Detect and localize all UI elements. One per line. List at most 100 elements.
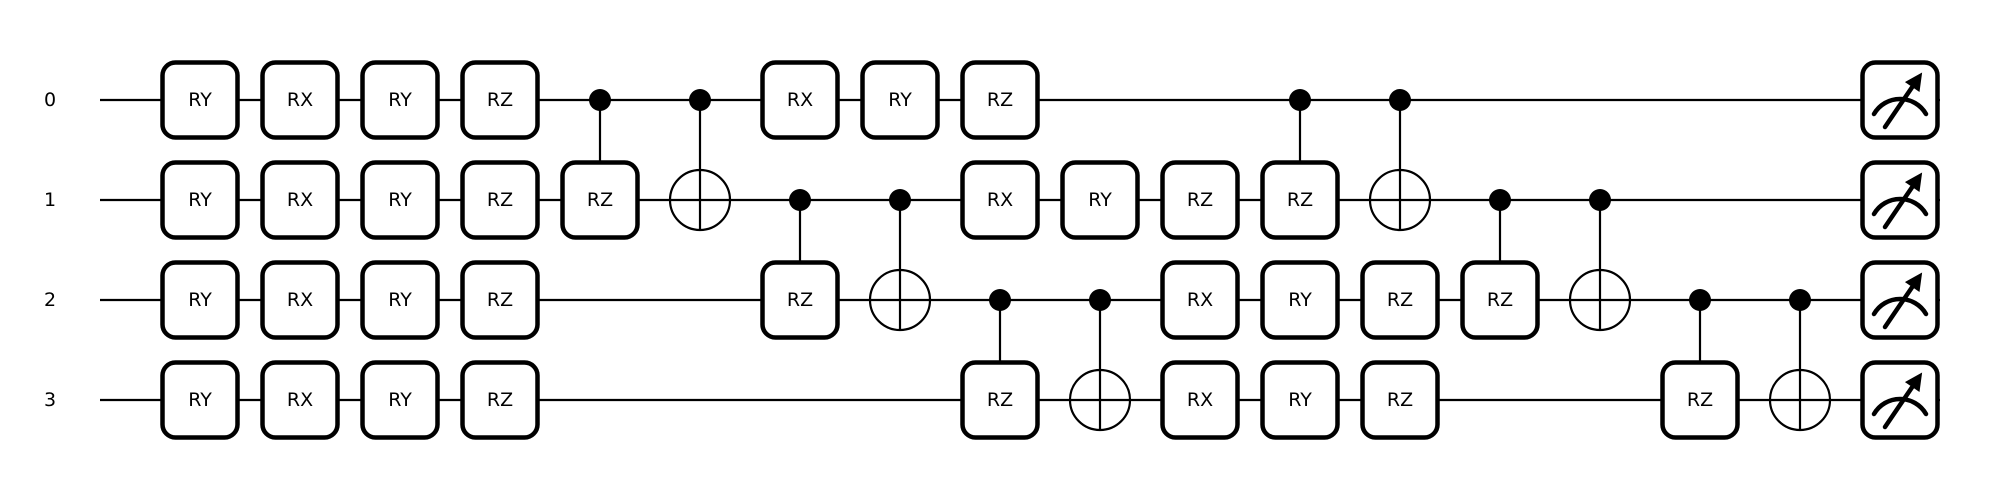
gate-box [1060,160,1140,240]
gate-rz-wire-0: RZ [460,60,540,140]
gate-rx-wire-3: RX [260,360,340,440]
gate-label: RX [1187,289,1213,311]
gate-rx-wire-2: RX [1160,260,1240,340]
gate-label: RX [787,89,813,111]
controlled-rz-gate [1289,89,1311,111]
gate-ry-wire-3: RY [360,360,440,440]
gate-label: RZ [487,189,513,211]
meter-arc [1871,96,1929,117]
gate-label: RY [188,389,212,411]
gate-label: RZ [787,289,813,311]
gate-rx-wire-2: RX [260,260,340,340]
gate-layer: RYRYRYRYRXRXRXRXRYRYRYRYRZRZRZRZRZRXRZRY… [160,60,1940,440]
gate-ry-wire-2: RY [160,260,240,340]
gate-ry-wire-0: RY [360,60,440,140]
gate-box [860,60,940,140]
gate-label: RX [987,189,1013,211]
measurement-meter-icon [1860,160,1940,240]
control-dot [1389,89,1411,111]
gate-label: RZ [587,189,613,211]
gate-label: RY [188,89,212,111]
gate-label: RY [888,89,912,111]
cnot-gate [1368,89,1432,232]
gate-box [360,60,440,140]
gate-label: RZ [487,389,513,411]
control-dot [1689,289,1711,311]
gate-box [160,160,240,240]
meter-arrowhead [1904,172,1923,192]
gate-ry-wire-0: RY [860,60,940,140]
gate-box [1360,260,1440,340]
gate-label: RY [388,189,412,211]
gate-label: RZ [1387,289,1413,311]
gate-label: RZ [1487,289,1513,311]
wire-layer [100,98,1940,402]
cnot-gate [1068,289,1132,432]
gate-box [1660,360,1740,440]
gate-ry-wire-3: RY [160,360,240,440]
controlled-rz-gate [789,189,811,211]
gate-rx-wire-1: RX [960,160,1040,240]
gate-rz-target-wire-2: RZ [1460,260,1540,340]
wire-label-1: 1 [44,189,56,211]
gate-box [1460,260,1540,340]
gate-ry-wire-1: RY [160,160,240,240]
control-dot [989,289,1011,311]
gate-label: RZ [1387,389,1413,411]
gate-box [260,60,340,140]
cnot-gate [1768,289,1832,432]
control-dot [1289,89,1311,111]
gate-box [1260,160,1340,240]
gate-rz-wire-3: RZ [460,360,540,440]
gate-box [260,260,340,340]
meter-arrowhead [1904,272,1923,292]
meter-needle [1882,377,1920,430]
gate-rx-wire-3: RX [1160,360,1240,440]
gate-label: RY [388,289,412,311]
meter-needle [1882,77,1920,130]
control-dot [889,189,911,211]
controlled-rz-gate [1489,189,1511,211]
controlled-rz-gate [1689,289,1711,311]
wire-label-2: 2 [44,289,56,311]
gate-rz-target-wire-1: RZ [1260,160,1340,240]
gate-label: RZ [487,89,513,111]
measurement-meter-icon [1860,60,1940,140]
gate-rz-wire-2: RZ [1360,260,1440,340]
gate-box [1160,360,1240,440]
meter-arc [1871,396,1929,417]
gate-ry-wire-2: RY [360,260,440,340]
gate-rz-wire-1: RZ [460,160,540,240]
control-dot [789,189,811,211]
cnot-gate [868,189,932,332]
gate-box [460,160,540,240]
gate-rz-wire-3: RZ [1360,360,1440,440]
control-dot [589,89,611,111]
controlled-rz-gate [589,89,611,111]
gate-box [460,60,540,140]
measurement-meter-icon [1860,360,1940,440]
meter-arc [1871,296,1929,317]
gate-rx-wire-1: RX [260,160,340,240]
gate-label: RZ [1687,389,1713,411]
gate-box [960,160,1040,240]
meter-needle [1882,277,1920,330]
gate-ry-wire-1: RY [360,160,440,240]
gate-box [160,60,240,140]
gate-box [460,360,540,440]
gate-rz-wire-2: RZ [460,260,540,340]
gate-label: RX [1187,389,1213,411]
gate-label: RX [287,389,313,411]
gate-box [1360,360,1440,440]
gate-box [760,60,840,140]
gate-label: RZ [1187,189,1213,211]
gate-rz-wire-0: RZ [960,60,1040,140]
gate-label: RY [388,89,412,111]
gate-label: RY [188,189,212,211]
meter-needle [1882,177,1920,230]
gate-box [160,260,240,340]
control-dot [1589,189,1611,211]
wire-label-3: 3 [44,389,56,411]
